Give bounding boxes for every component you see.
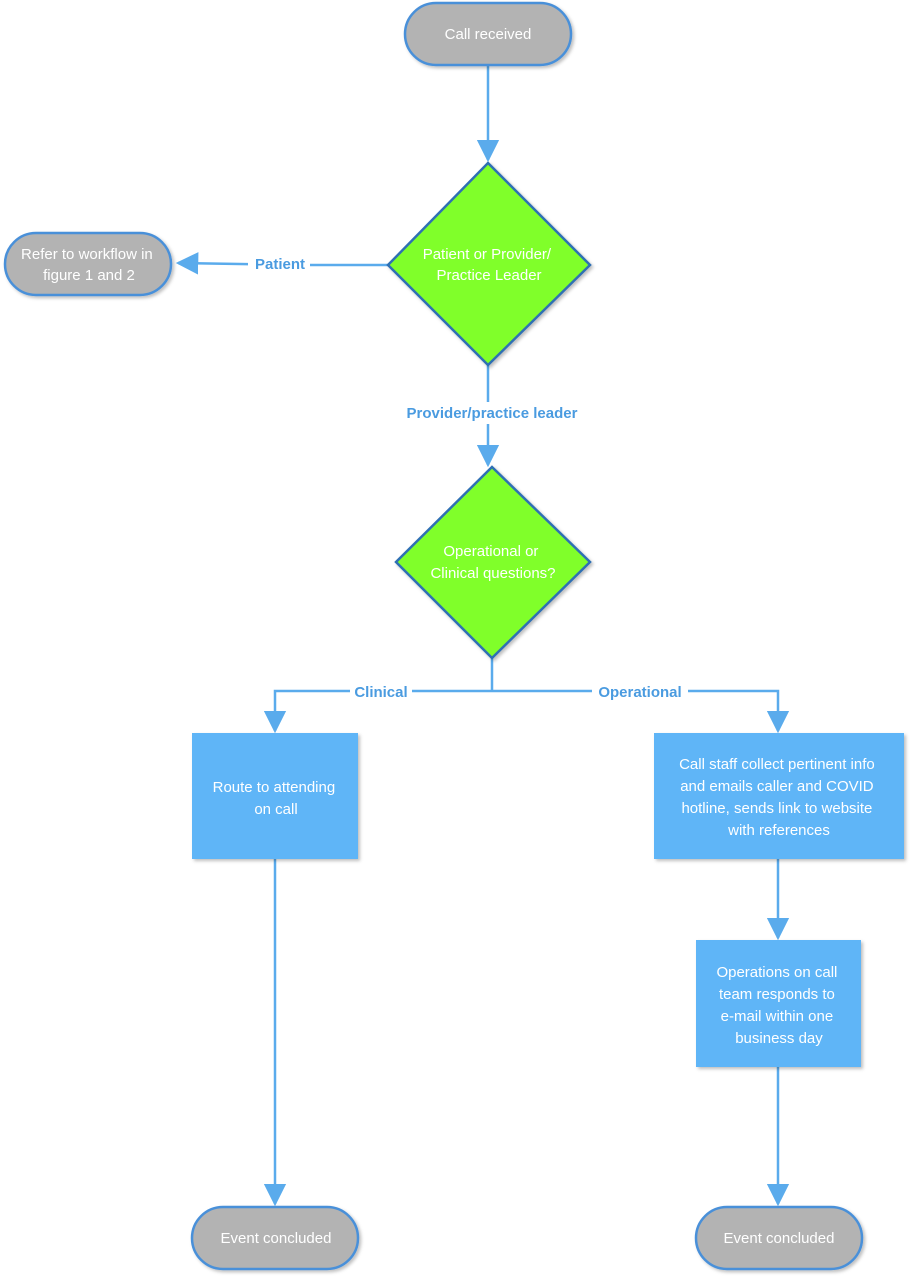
edge-label-operational: Operational [598, 684, 681, 701]
node-event-concluded-right-label: Event concluded [724, 1230, 835, 1247]
node-decision-patient-provider [386, 161, 592, 367]
node-event-concluded-left [190, 1205, 360, 1271]
node-decision-patient-provider-label: Patient or Provider/ Practice Leader [423, 246, 556, 284]
edge-label-patient: Patient [255, 256, 305, 273]
node-operations-team-label: Operations on call team responds to e-ma… [716, 964, 841, 1047]
edge-to-route-attending [263, 689, 492, 734]
node-event-concluded-right [694, 1205, 864, 1271]
node-decision-operational-clinical-label: Operational or Clinical questions? [430, 543, 555, 582]
node-call-received-label: Call received [445, 26, 532, 43]
node-call-staff [654, 733, 904, 859]
node-route-attending-label: Route to attending on call [213, 779, 340, 818]
node-refer-workflow-label: Refer to workflow in figure 1 and 2 [21, 246, 157, 284]
node-call-received [403, 1, 573, 67]
edge-label-clinical: Clinical [354, 684, 407, 701]
node-call-staff-label: Call staff collect pertinent info and em… [679, 756, 879, 839]
node-event-concluded-left-label: Event concluded [221, 1230, 332, 1247]
edge-to-call-staff [492, 689, 790, 734]
node-refer-workflow [3, 231, 173, 297]
node-operations-team [696, 940, 861, 1067]
node-decision-operational-clinical [394, 465, 592, 660]
edge-label-provider-practice-leader: Provider/practice leader [407, 405, 578, 422]
node-route-attending [192, 733, 358, 859]
